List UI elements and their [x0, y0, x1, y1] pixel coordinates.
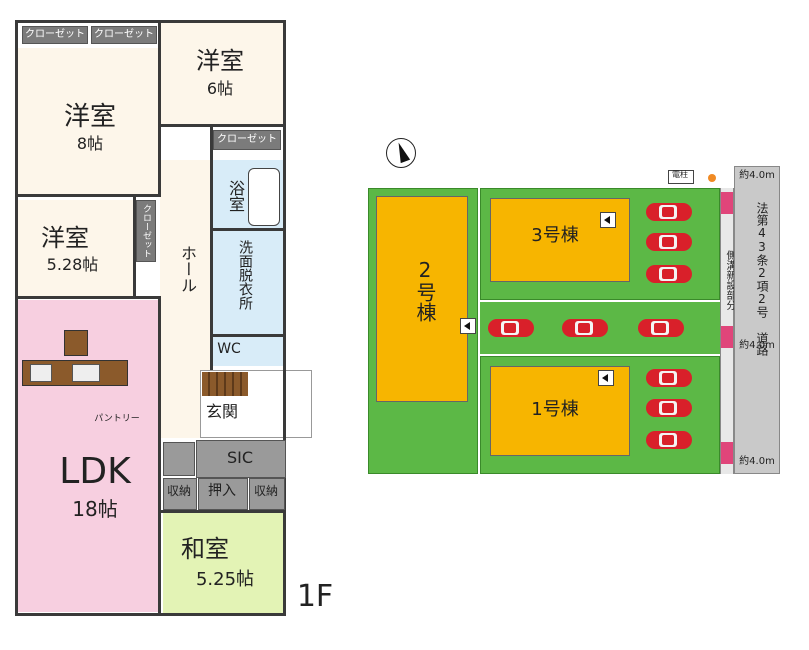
floor-label: 1F: [296, 579, 334, 614]
car-icon: [646, 428, 692, 452]
wall: [15, 194, 161, 197]
wall: [15, 613, 285, 616]
wall: [133, 197, 136, 297]
gutter-label: 側溝新設部分: [724, 250, 735, 310]
road-width-top: 約4.0m: [739, 170, 775, 181]
wall: [15, 20, 18, 616]
wall: [15, 296, 161, 299]
road-name: 法第43条2項2号 道路: [755, 202, 769, 356]
wall: [160, 124, 286, 127]
washroom-label: 洗面脱衣所: [237, 240, 253, 310]
pole-label-box: [668, 170, 694, 184]
room-528jo: [17, 200, 135, 296]
bathtub: [248, 168, 280, 226]
sic-label: SIC: [226, 448, 254, 467]
washitsu-name: 和室: [181, 535, 229, 563]
road-width-mid: 約4.0m: [739, 340, 775, 351]
storage-left: [163, 478, 197, 510]
closet-4: クローゼット: [136, 200, 156, 262]
site-plan: 2号棟 3号棟 1号棟 側溝新設部分 約4.0m 法第43条2項2号 道路 約4…: [360, 130, 809, 490]
room-8-name: 洋室: [63, 102, 116, 132]
storage-right-label: 収納: [253, 484, 278, 498]
ldk-area: [17, 300, 160, 612]
entry-marker-3: [600, 212, 616, 228]
car-icon: [646, 366, 692, 390]
road-width-bottom: 約4.0m: [739, 456, 775, 467]
room-6jo: [160, 22, 283, 124]
building-2: [376, 196, 468, 402]
building-2-label: 2号棟: [413, 258, 437, 322]
pantry-label: パントリー: [94, 414, 140, 424]
wall: [158, 20, 161, 196]
building-3-label: 3号棟: [531, 225, 579, 246]
utility-pole-icon: [708, 174, 716, 182]
entry-marker-1: [598, 370, 614, 386]
pole-label: 電柱: [672, 170, 688, 179]
road: [734, 166, 780, 474]
entrance-label: 玄関: [205, 402, 238, 421]
closet-3: クローゼット: [213, 130, 281, 150]
room-8-size: 8帖: [76, 134, 104, 153]
car-icon: [646, 396, 692, 420]
closet-2: クローゼット: [91, 26, 157, 44]
room-6-size: 6帖: [206, 79, 234, 98]
wall: [158, 296, 161, 616]
room-528-name: 洋室: [41, 224, 89, 252]
marker-red: [721, 326, 733, 348]
sink: [30, 364, 52, 382]
room-6-name: 洋室: [196, 47, 244, 75]
car-icon: [646, 200, 692, 224]
washitsu-size: 5.25帖: [195, 569, 255, 590]
stairs: [202, 372, 248, 396]
stove: [72, 364, 100, 382]
entry-marker-2: [460, 318, 476, 334]
storage-right: [249, 478, 285, 510]
room-8jo: [17, 48, 160, 195]
pantry: [163, 442, 195, 476]
bath-label: 浴室: [226, 180, 245, 212]
north-arrow-icon: [386, 138, 416, 168]
room-528-size: 5.28帖: [46, 255, 99, 274]
wc-label: WC: [217, 341, 241, 357]
fridge: [64, 330, 88, 356]
marker-red: [721, 442, 733, 464]
storage-left-label: 収納: [166, 484, 191, 498]
ldk-size: 18帖: [72, 497, 118, 521]
sic-area: [196, 440, 286, 478]
oshiire-label: 押入: [208, 483, 236, 499]
wall: [160, 510, 286, 513]
wc-area: [212, 336, 284, 366]
wall: [210, 124, 213, 370]
hall-label: ホール: [178, 245, 197, 293]
washroom-area: [212, 230, 284, 334]
closet-1: クローゼット: [22, 26, 88, 44]
oshiire: [198, 478, 248, 510]
marker-red: [721, 192, 733, 214]
building-1-label: 1号棟: [531, 399, 579, 420]
floor-plan: クローゼット クローゼット クローゼット クローゼット 洋室 6帖 洋室 8帖 …: [0, 0, 340, 650]
car-icon: [562, 316, 608, 340]
ldk-name: LDK: [59, 451, 131, 492]
car-icon: [488, 316, 534, 340]
wall: [283, 20, 286, 616]
washitsu-area: [163, 513, 283, 613]
wall: [210, 228, 286, 231]
car-icon: [646, 230, 692, 254]
car-icon: [646, 262, 692, 286]
wall: [210, 334, 286, 337]
car-icon: [638, 316, 684, 340]
wall: [15, 20, 285, 23]
